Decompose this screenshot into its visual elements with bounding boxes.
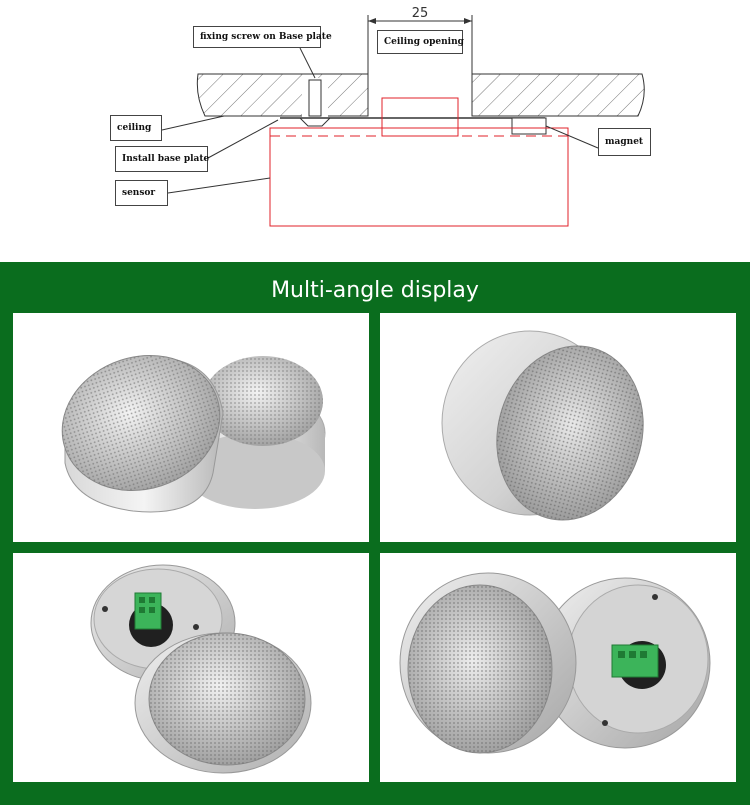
label-magnet: magnet — [598, 128, 651, 156]
panel-title: Multi-angle display — [271, 278, 479, 303]
dimension-marker — [367, 15, 473, 74]
label-install-base-plate: Install base plate — [115, 146, 209, 172]
ceiling-slab-left — [196, 73, 369, 117]
label-ceiling: ceiling — [110, 115, 162, 141]
label-fixing-screw: fixing screw on Base plate — [193, 26, 332, 48]
magnet-drawing — [511, 117, 547, 135]
ceiling-slab-right — [471, 73, 645, 117]
label-ceiling-opening: Ceiling opening — [377, 30, 464, 54]
photo-sensor-front-and-back — [380, 553, 736, 782]
installation-diagram-drawing — [161, 15, 645, 227]
installation-diagram: 25 fixing screw on Base plate Ceiling op… — [0, 0, 750, 262]
photo-two-sensors-front — [13, 313, 369, 542]
photo-single-sensor-angle — [380, 313, 736, 542]
photo-sensor-back-with-terminal — [13, 553, 369, 782]
fixing-screw-drawing — [298, 78, 332, 127]
dimension-value: 25 — [411, 6, 429, 21]
sensor-body-outline — [269, 127, 569, 227]
sensor-top-outline — [381, 97, 459, 137]
label-sensor: sensor — [115, 180, 168, 206]
leader-lines — [161, 47, 599, 194]
